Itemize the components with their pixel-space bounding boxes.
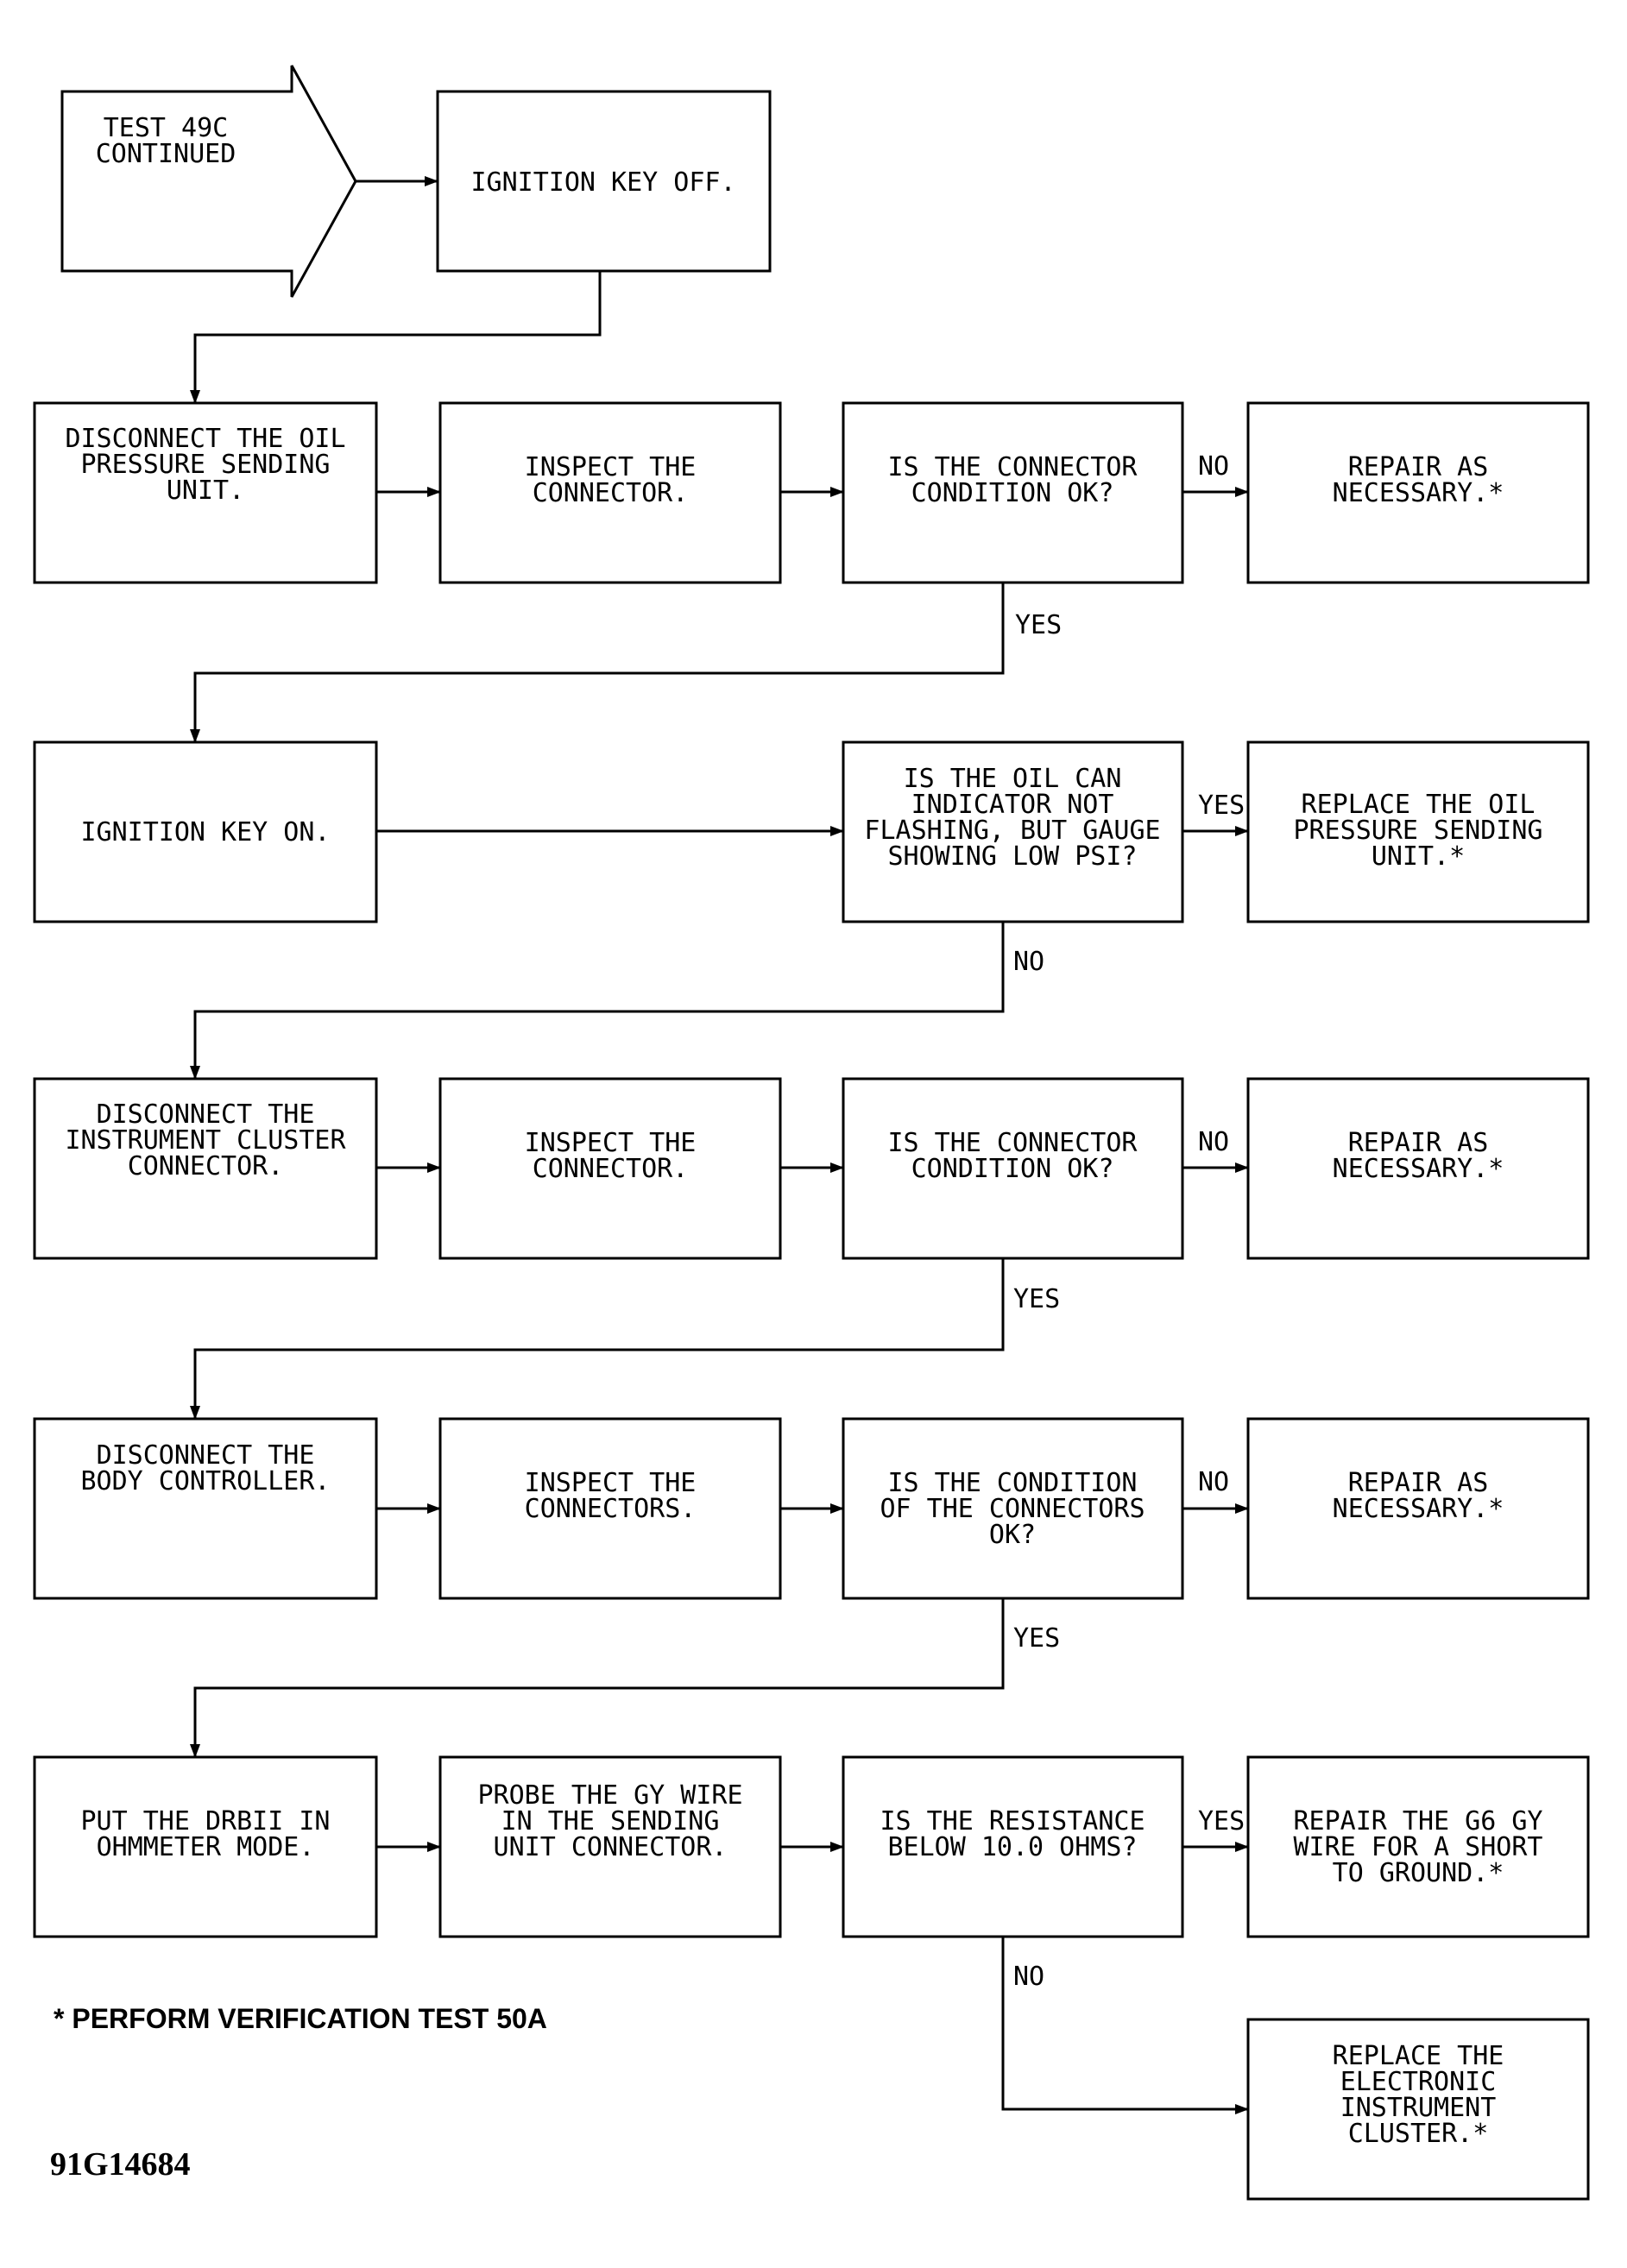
box-text-line: OHMMETER MODE. (97, 1832, 315, 1862)
box-text-line: UNIT. (167, 476, 244, 506)
box-text-line: INSTRUMENT (1340, 2093, 1497, 2123)
box-text-line: NECESSARY.* (1333, 1154, 1504, 1184)
box-inspect-connector-1: INSPECT THE CONNECTOR. (438, 401, 782, 584)
box-text-line: IS THE RESISTANCE (880, 1806, 1145, 1836)
connector-arrow (190, 583, 1005, 743)
box-inspect-connector-2: INSPECT THE CONNECTOR. (438, 1077, 782, 1260)
box-text-line: SHOWING LOW PSI? (888, 841, 1138, 872)
box-text-line: NECESSARY.* (1333, 478, 1504, 508)
box-disconnect-oil-sender: DISCONNECT THE OIL PRESSURE SENDING UNIT… (33, 401, 378, 584)
box-text-line: UNIT.* (1372, 841, 1465, 872)
decision-connectors-ok-3: IS THE CONDITION OF THE CONNECTORS OK? (842, 1417, 1184, 1600)
box-text-line: TO GROUND.* (1333, 1858, 1504, 1888)
connector-arrow (190, 922, 1005, 1080)
box-text-line: NECESSARY.* (1333, 1494, 1504, 1524)
box-text-line: CONDITION OK? (911, 478, 1114, 508)
label-no: NO (1013, 1962, 1044, 1992)
decision-oil-can-indicator: IS THE OIL CAN INDICATOR NOT FLASHING, B… (842, 740, 1184, 923)
box-text-line: IS THE CONNECTOR (888, 452, 1138, 482)
box-text-line: DISCONNECT THE (97, 1440, 315, 1471)
box-text-line: INDICATOR NOT (911, 790, 1114, 820)
box-text-line: IS THE CONNECTOR (888, 1128, 1138, 1158)
label-yes: YES (1198, 1806, 1245, 1836)
start-arrow-line-1: TEST 49C (104, 113, 229, 143)
label-no: NO (1013, 947, 1044, 977)
box-text-line: UNIT CONNECTOR. (494, 1832, 728, 1862)
decision-connector-ok-2: IS THE CONNECTOR CONDITION OK? (842, 1077, 1184, 1260)
label-yes: YES (1198, 791, 1245, 821)
box-text-line: ELECTRONIC (1340, 2067, 1497, 2097)
connector-arrow (1001, 1937, 1249, 2114)
label-no: NO (1198, 1467, 1229, 1497)
label-yes: YES (1013, 1284, 1060, 1314)
box-text-line: CONNECTOR. (128, 1151, 284, 1181)
box-disconnect-cluster: DISCONNECT THE INSTRUMENT CLUSTER CONNEC… (33, 1077, 378, 1260)
box-text-line: PRESSURE SENDING (81, 450, 331, 480)
box-text-line: CONNECTOR. (533, 478, 689, 508)
box-text-line: REPLACE THE (1333, 2041, 1504, 2071)
box-text-line: BODY CONTROLLER. (81, 1466, 331, 1496)
decision-resistance-below: IS THE RESISTANCE BELOW 10.0 OHMS? (842, 1755, 1184, 1938)
box-text-line: REPAIR AS (1348, 452, 1489, 482)
box-text-line: IGNITION KEY OFF. (470, 167, 735, 198)
box-text-line: FLASHING, BUT GAUGE (864, 816, 1160, 846)
box-text-line: IS THE OIL CAN (904, 764, 1122, 794)
box-probe-gy-wire: PROBE THE GY WIRE IN THE SENDING UNIT CO… (438, 1755, 782, 1938)
box-text-line: INSPECT THE (525, 1128, 697, 1158)
box-text-line: OF THE CONNECTORS (880, 1494, 1145, 1524)
box-text-line: INSPECT THE (525, 452, 697, 482)
box-text-line: PUT THE DRBII IN (81, 1806, 331, 1836)
box-text-line: REPAIR THE G6 GY (1294, 1806, 1543, 1836)
box-ignition-key-off: IGNITION KEY OFF. (436, 90, 772, 273)
box-text-line: IS THE CONDITION (888, 1468, 1138, 1498)
box-text-line: DISCONNECT THE OIL (65, 424, 345, 454)
box-text-line: DISCONNECT THE (97, 1099, 315, 1130)
box-disconnect-body-controller: DISCONNECT THE BODY CONTROLLER. (33, 1417, 378, 1600)
start-arrow-line-2: CONTINUED (96, 139, 236, 169)
start-arrow: TEST 49C CONTINUED (60, 65, 357, 298)
box-text-line: OK? (989, 1520, 1036, 1550)
label-yes: YES (1013, 1623, 1060, 1654)
box-text-line: REPAIR AS (1348, 1128, 1489, 1158)
box-repair-2: REPAIR AS NECESSARY.* (1246, 1077, 1590, 1260)
box-text-line: CONNECTOR. (533, 1154, 689, 1184)
box-replace-oil-sender: REPLACE THE OIL PRESSURE SENDING UNIT.* (1246, 740, 1590, 923)
box-text-line: CLUSTER.* (1348, 2119, 1489, 2149)
decision-connector-ok-1: IS THE CONNECTOR CONDITION OK? (842, 401, 1184, 584)
box-inspect-connectors-3: INSPECT THE CONNECTORS. (438, 1417, 782, 1600)
box-text-line: INSTRUMENT CLUSTER (65, 1125, 346, 1156)
connector-arrow (190, 1598, 1005, 1758)
connector-labels: NO YES YES NO NO YES NO YES YES NO (1013, 451, 1245, 1992)
box-text-line: INSPECT THE (525, 1468, 697, 1498)
label-yes: YES (1015, 610, 1062, 640)
box-text-line: WIRE FOR A SHORT (1294, 1832, 1543, 1862)
connectors (190, 176, 1249, 2114)
box-text-line: IGNITION KEY ON. (81, 817, 331, 847)
box-text-line: CONDITION OK? (911, 1154, 1114, 1184)
box-text-line: IN THE SENDING (501, 1806, 720, 1836)
box-text-line: BELOW 10.0 OHMS? (888, 1832, 1138, 1862)
box-text-line: REPLACE THE OIL (1302, 790, 1536, 820)
box-text-line: PROBE THE GY WIRE (477, 1780, 742, 1811)
box-repair-g6-gy-wire: REPAIR THE G6 GY WIRE FOR A SHORT TO GRO… (1246, 1755, 1590, 1938)
box-text-line: PRESSURE SENDING (1294, 816, 1543, 846)
footnote: * PERFORM VERIFICATION TEST 50A (54, 2003, 547, 2034)
connector-arrow (190, 271, 602, 404)
box-text-line: CONNECTORS. (525, 1494, 697, 1524)
connector-arrow (190, 1258, 1005, 1420)
label-no: NO (1198, 451, 1229, 482)
box-repair-3: REPAIR AS NECESSARY.* (1246, 1417, 1590, 1600)
box-replace-instrument-cluster: REPLACE THE ELECTRONIC INSTRUMENT CLUSTE… (1246, 2018, 1590, 2201)
box-drbii-ohmmeter: PUT THE DRBII IN OHMMETER MODE. (33, 1755, 378, 1938)
box-text-line: REPAIR AS (1348, 1468, 1489, 1498)
figure-id: 91G14684 (50, 2146, 191, 2183)
box-ignition-key-on: IGNITION KEY ON. (33, 740, 378, 923)
label-no: NO (1198, 1127, 1229, 1157)
box-repair-1: REPAIR AS NECESSARY.* (1246, 401, 1590, 584)
